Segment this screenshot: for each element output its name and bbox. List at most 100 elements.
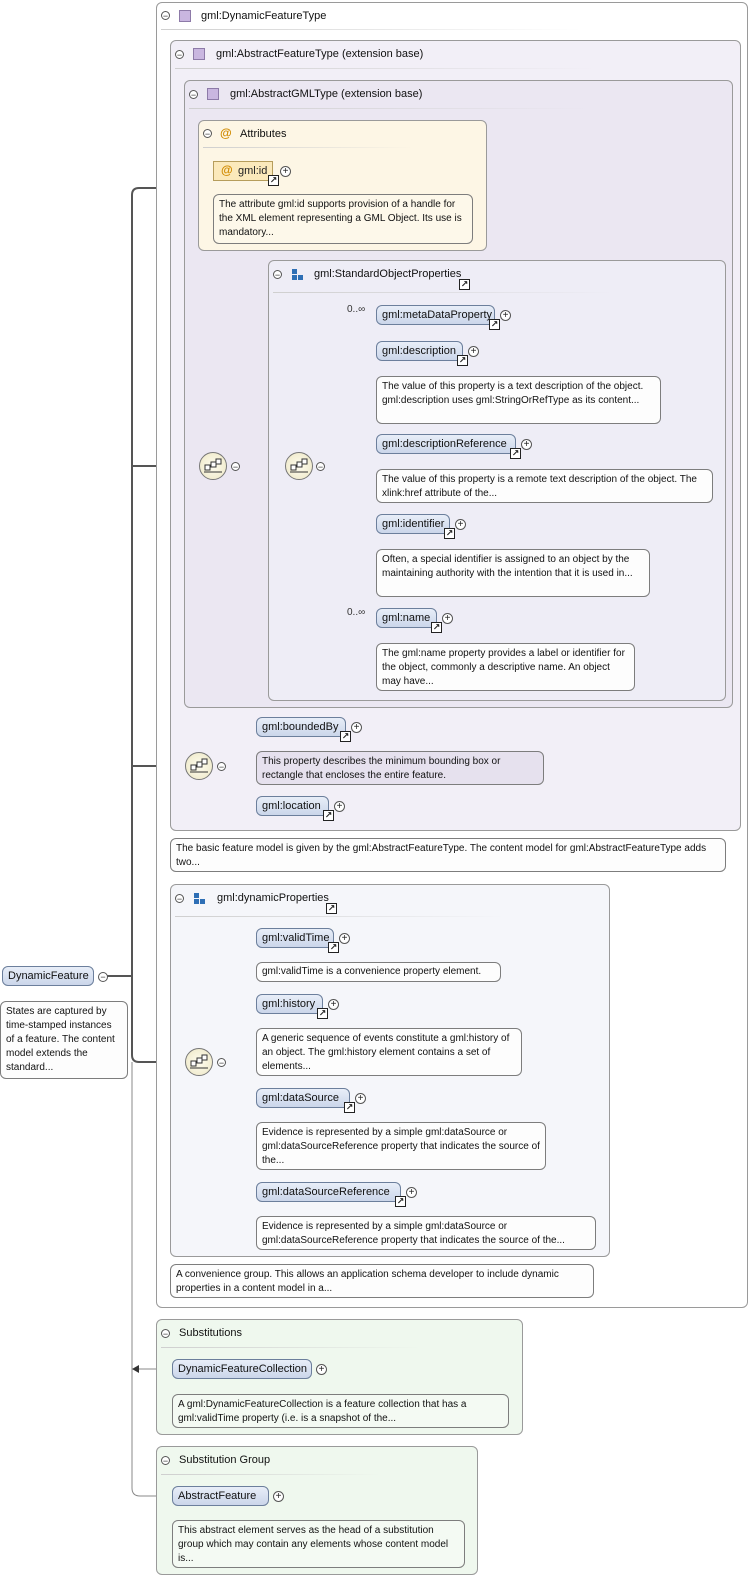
expand-icon[interactable]: + xyxy=(500,310,511,321)
element-documentation: A generic sequence of events constitute … xyxy=(256,1028,522,1076)
abstract-feature-type-title: gml:AbstractFeatureType (extension base) xyxy=(216,48,424,60)
element-name[interactable]: gml:name xyxy=(376,608,437,628)
link-arrow-icon[interactable]: ↗ xyxy=(323,810,334,821)
collapse-toggle[interactable]: − xyxy=(161,1329,170,1339)
group-icon xyxy=(292,269,303,280)
link-arrow-icon[interactable]: ↗ xyxy=(444,528,455,539)
attribute-documentation: The attribute gml:id supports provision … xyxy=(213,194,473,244)
root-documentation: States are captured by time-stamped inst… xyxy=(0,1001,128,1079)
link-arrow-icon[interactable]: ↗ xyxy=(326,903,337,914)
element-description[interactable]: gml:description xyxy=(376,341,463,361)
sequence-compositor-icon[interactable] xyxy=(199,452,227,480)
attributes-title: Attributes xyxy=(240,128,287,140)
element-validtime[interactable]: gml:validTime xyxy=(256,928,334,948)
separator xyxy=(161,29,581,30)
separator xyxy=(273,292,613,293)
link-arrow-icon[interactable]: ↗ xyxy=(328,942,339,953)
sequence-compositor-icon[interactable] xyxy=(285,452,313,480)
expand-icon[interactable]: + xyxy=(280,166,291,177)
link-arrow-icon[interactable]: ↗ xyxy=(510,448,521,459)
collapse-toggle[interactable]: − xyxy=(203,129,212,139)
cardinality-label: 0..∞ xyxy=(347,607,366,618)
root-element[interactable]: DynamicFeature xyxy=(2,966,94,986)
expand-icon[interactable]: + xyxy=(406,1187,417,1198)
element-documentation: Evidence is represented by a simple gml:… xyxy=(256,1122,546,1170)
substitutions-documentation: A gml:DynamicFeatureCollection is a feat… xyxy=(172,1394,509,1428)
expand-icon[interactable]: + xyxy=(521,439,532,450)
expand-icon[interactable]: + xyxy=(273,1491,284,1502)
expand-icon[interactable]: + xyxy=(334,801,345,812)
collapse-toggle[interactable]: − xyxy=(217,1058,226,1068)
expand-icon[interactable]: + xyxy=(355,1093,366,1104)
expand-icon[interactable]: + xyxy=(339,933,350,944)
element-metadataproperty[interactable]: gml:metaDataProperty xyxy=(376,305,495,325)
expand-icon[interactable]: + xyxy=(455,519,466,530)
abstract-feature-type-documentation: The basic feature model is given by the … xyxy=(170,838,726,872)
expand-icon[interactable]: + xyxy=(328,999,339,1010)
separator xyxy=(175,916,505,917)
element-datasource[interactable]: gml:dataSource xyxy=(256,1088,350,1108)
attribute-icon: @ xyxy=(220,126,232,140)
separator xyxy=(175,68,595,69)
element-documentation: gml:validTime is a convenience property … xyxy=(256,962,501,982)
expand-icon[interactable]: + xyxy=(351,722,362,733)
separator xyxy=(203,147,413,148)
element-documentation: Often, a special identifier is assigned … xyxy=(376,549,650,597)
cardinality-label: 0..∞ xyxy=(347,304,366,315)
substitutions-title: Substitutions xyxy=(179,1327,242,1339)
element-documentation: This property describes the minimum boun… xyxy=(256,751,544,785)
separator xyxy=(161,1474,381,1475)
link-arrow-icon[interactable]: ↗ xyxy=(344,1102,355,1113)
collapse-toggle[interactable]: − xyxy=(189,90,198,100)
element-location[interactable]: gml:location xyxy=(256,796,329,816)
link-arrow-icon[interactable]: ↗ xyxy=(268,175,279,186)
sequence-compositor-icon[interactable] xyxy=(185,1048,213,1076)
link-arrow-icon[interactable]: ↗ xyxy=(489,319,500,330)
substitution-group-title: Substitution Group xyxy=(179,1454,271,1466)
element-abstractfeature[interactable]: AbstractFeature xyxy=(172,1486,269,1506)
link-arrow-icon[interactable]: ↗ xyxy=(431,622,442,633)
substitution-group-documentation: This abstract element serves as the head… xyxy=(172,1520,465,1568)
attribute-gml-id[interactable]: gml:id xyxy=(213,161,273,181)
expand-icon[interactable]: + xyxy=(468,346,479,357)
element-documentation: The gml:name property provides a label o… xyxy=(376,643,635,691)
dynamic-properties-title: gml:dynamicProperties xyxy=(217,892,329,904)
element-documentation: The value of this property is a remote t… xyxy=(376,469,713,503)
element-descriptionreference[interactable]: gml:descriptionReference xyxy=(376,434,516,454)
link-arrow-icon[interactable]: ↗ xyxy=(340,731,351,742)
expand-icon[interactable]: + xyxy=(442,613,453,624)
expand-icon[interactable]: + xyxy=(316,1364,327,1375)
collapse-toggle[interactable]: − xyxy=(161,1456,170,1466)
standard-object-properties-title: gml:StandardObjectProperties xyxy=(314,268,462,280)
attribute-icon: @ xyxy=(221,163,233,177)
element-datasourcereference[interactable]: gml:dataSourceReference xyxy=(256,1182,401,1202)
collapse-toggle[interactable]: − xyxy=(231,462,240,472)
collapse-toggle[interactable]: − xyxy=(217,762,226,772)
separator xyxy=(189,108,589,109)
element-dynamicfeaturecollection[interactable]: DynamicFeatureCollection xyxy=(172,1359,312,1379)
collapse-toggle[interactable]: − xyxy=(98,972,108,982)
link-arrow-icon[interactable]: ↗ xyxy=(395,1196,406,1207)
link-arrow-icon[interactable]: ↗ xyxy=(317,1008,328,1019)
complex-type-title: gml:DynamicFeatureType xyxy=(201,10,327,22)
complex-type-icon xyxy=(179,10,191,22)
abstract-gml-type-title: gml:AbstractGMLType (extension base) xyxy=(230,88,423,100)
sequence-compositor-icon[interactable] xyxy=(185,752,213,780)
collapse-toggle[interactable]: − xyxy=(175,50,184,60)
complex-type-icon xyxy=(207,88,219,100)
group-icon xyxy=(194,893,205,904)
dynamic-properties-documentation: A convenience group. This allows an appl… xyxy=(170,1264,594,1298)
link-arrow-icon[interactable]: ↗ xyxy=(457,355,468,366)
collapse-toggle[interactable]: − xyxy=(161,11,170,21)
element-boundedby[interactable]: gml:boundedBy xyxy=(256,717,346,737)
element-documentation: The value of this property is a text des… xyxy=(376,376,661,424)
link-arrow-icon[interactable]: ↗ xyxy=(459,279,470,290)
complex-type-icon xyxy=(193,48,205,60)
element-documentation: Evidence is represented by a simple gml:… xyxy=(256,1216,596,1250)
separator xyxy=(161,1347,421,1348)
collapse-toggle[interactable]: − xyxy=(316,462,325,472)
collapse-toggle[interactable]: − xyxy=(273,270,282,280)
element-history[interactable]: gml:history xyxy=(256,994,323,1014)
element-identifier[interactable]: gml:identifier xyxy=(376,514,450,534)
collapse-toggle[interactable]: − xyxy=(175,894,184,904)
